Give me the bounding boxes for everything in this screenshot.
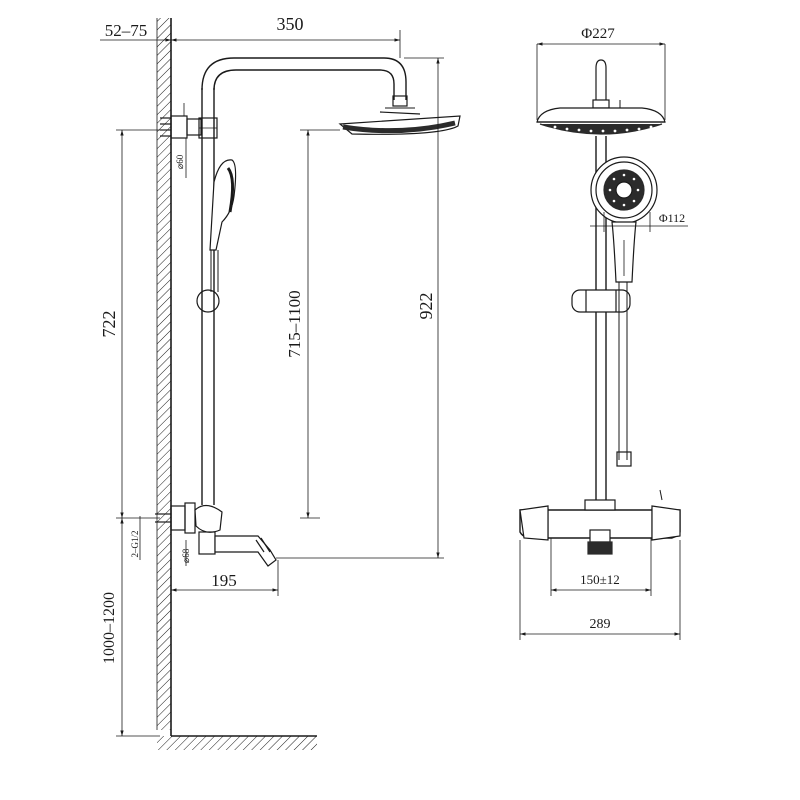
rail-dia-label: ⌀60: [175, 154, 185, 169]
floor: [157, 735, 317, 750]
top-wall-bracket: [160, 103, 202, 139]
wall-offset-label: 52–75: [105, 21, 148, 40]
dim-inlet-spacing: [550, 538, 652, 596]
side-view: [100, 18, 461, 750]
hand-shower-front: [590, 156, 658, 283]
hand-shower-side: [209, 159, 237, 292]
rail-height-label: 722: [99, 311, 119, 338]
dim-mixer-width: [519, 540, 681, 640]
head-dia-label: Φ227: [581, 26, 615, 42]
dim-hand-dia: [590, 212, 688, 232]
spout-dia-label: ⌀68: [181, 548, 191, 563]
dim-rail-height: [116, 129, 160, 519]
hand-dia-label: Φ112: [659, 211, 685, 225]
rain-showerhead-side: [338, 107, 461, 135]
overhead-arm: [201, 57, 408, 107]
total-height-label: 922: [416, 293, 436, 320]
wall: [156, 18, 172, 736]
mount-height-label: 1000–1200: [101, 592, 118, 664]
inlet-spacing-label: 150±12: [580, 572, 620, 587]
dim-mount-height: [116, 518, 160, 737]
rain-showerhead-front: [536, 59, 666, 135]
spout-reach-label: 195: [211, 571, 237, 590]
dim-arm-reach: [171, 30, 401, 58]
hose-front: [616, 282, 632, 467]
arm-reach-label: 350: [277, 14, 304, 34]
showerhead-range-label: 715–1100: [285, 290, 304, 357]
shower-rail: [196, 88, 220, 505]
dim-total-height: [276, 57, 444, 559]
inlet-thread-label: 2–G1/2: [130, 531, 140, 558]
front-view: [519, 42, 688, 640]
dim-spout-reach: [171, 560, 279, 596]
mixer-width-label: 289: [590, 617, 611, 632]
bottom-mixer-side: [155, 502, 277, 567]
dim-head-dia: [536, 42, 666, 120]
thermostatic-mixer-front: [519, 489, 681, 555]
dim-showerhead-range: [300, 129, 340, 519]
